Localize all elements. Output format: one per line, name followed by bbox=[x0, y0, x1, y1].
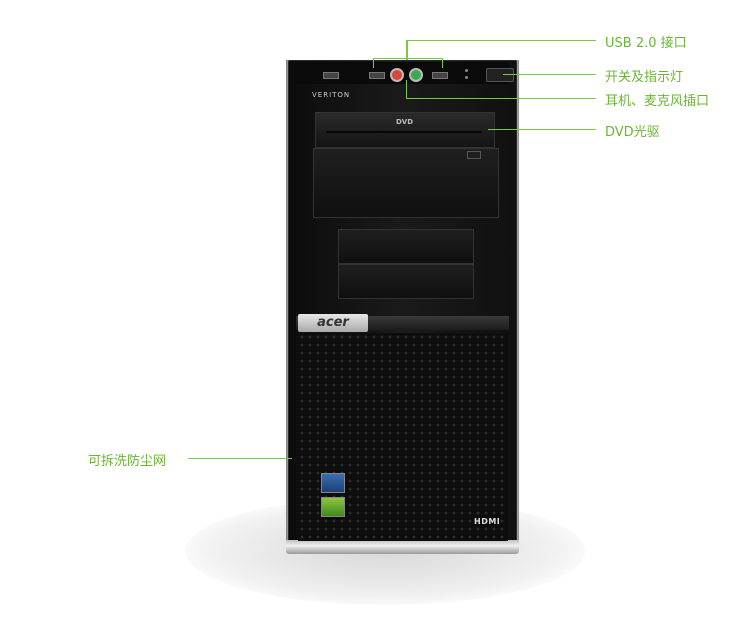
usb-callout-bracket-right bbox=[442, 58, 443, 68]
acer-logo: acer bbox=[298, 314, 368, 332]
microphone-jack bbox=[390, 68, 404, 82]
dvd-drive bbox=[315, 112, 495, 148]
case-bottom-rim bbox=[286, 540, 519, 554]
dust-filter-label: 可拆洗防尘网 bbox=[88, 454, 167, 469]
audio-callout-line-h bbox=[406, 98, 596, 99]
windows-sticker bbox=[321, 497, 345, 517]
dust-filter-grille bbox=[298, 333, 508, 541]
power-label: 开关及指示灯 bbox=[605, 70, 684, 85]
usb-label: USB 2.0 接口 bbox=[605, 36, 687, 51]
drive-bay-cover bbox=[313, 148, 499, 218]
dvd-eject-button[interactable] bbox=[467, 151, 481, 159]
drive-bay-cover-3 bbox=[338, 264, 474, 299]
hdd-led-icon bbox=[465, 76, 468, 79]
dust-callout-line bbox=[188, 458, 292, 459]
usb-port-1 bbox=[323, 72, 339, 79]
drive-bay-cover-2 bbox=[338, 229, 474, 264]
dvd-tray-slot bbox=[326, 131, 482, 133]
usb-callout-bracket bbox=[373, 58, 443, 59]
usb-callout-line bbox=[406, 40, 408, 60]
hdmi-logo: HDMI bbox=[474, 517, 501, 526]
audio-callout-line-v bbox=[406, 80, 407, 98]
headphone-jack bbox=[409, 68, 423, 82]
audio-label: 耳机、麦克风插口 bbox=[605, 94, 710, 109]
intel-sticker bbox=[321, 473, 345, 493]
power-button[interactable] bbox=[486, 68, 514, 82]
usb-port-3 bbox=[432, 72, 448, 79]
series-logo: VERITON bbox=[312, 91, 351, 99]
dvd-label: DVD光驱 bbox=[605, 125, 660, 140]
usb-port-2 bbox=[369, 72, 385, 79]
usb-callout-line-h bbox=[406, 40, 596, 41]
power-led-icon bbox=[465, 69, 468, 72]
dvd-logo: DVD bbox=[396, 118, 414, 126]
power-callout-line bbox=[503, 74, 596, 75]
usb-callout-bracket-left bbox=[373, 58, 374, 68]
dvd-callout-line bbox=[488, 129, 596, 130]
